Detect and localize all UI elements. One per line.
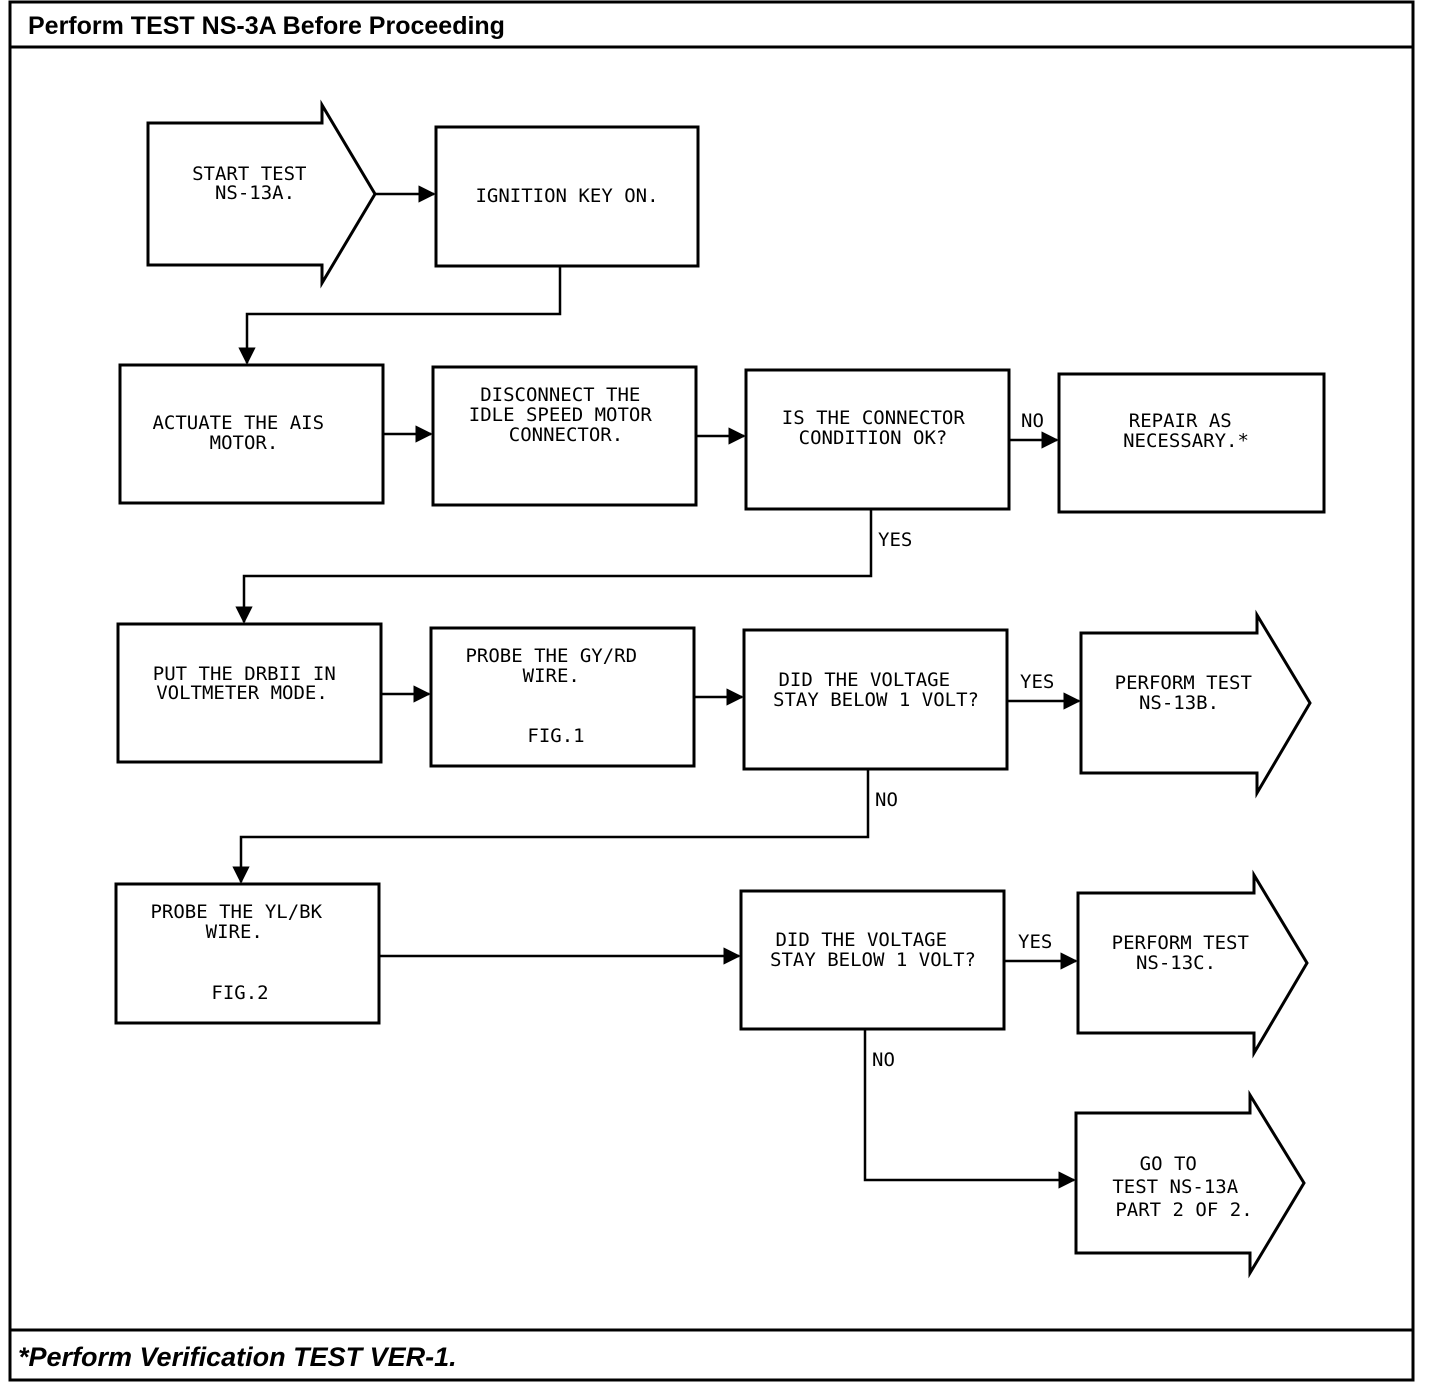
voltage2-box	[739, 889, 1006, 1031]
probe-ylbk-fig: FIG.2	[211, 982, 268, 1004]
connector-voltage1-ylbk	[232, 769, 870, 884]
ignition-text: IGNITION KEY ON.	[475, 185, 658, 207]
ns13b-text: PERFORM TEST NS-13B.	[1115, 672, 1264, 714]
probe-ylbk-line-2: WIRE.	[206, 921, 263, 943]
repair-box	[1057, 372, 1326, 514]
ns13b-line-2: NS-13B.	[1139, 692, 1219, 714]
connector-ok-box	[744, 368, 1011, 511]
actuate-line-1: ACTUATE THE AIS	[152, 412, 324, 434]
label-yes-voltage1: YES	[1020, 671, 1054, 693]
voltage1-box	[742, 628, 1009, 771]
probe-gyrd-line-2: WIRE.	[523, 665, 580, 687]
outer-frame	[8, 0, 1415, 1382]
repair-line-2: NECESSARY.*	[1123, 430, 1249, 452]
ignition-box	[434, 125, 700, 268]
dribii-line-1: PUT THE DRBII IN	[153, 663, 336, 685]
probe-ylbk-text: PROBE THE YL/BK WIRE. FIG.2	[150, 901, 333, 1004]
voltage1-line-1: DID THE VOLTAGE	[778, 669, 950, 691]
ns13c-line-2: NS-13C.	[1136, 952, 1216, 974]
voltage1-line-2: STAY BELOW 1 VOLT?	[773, 689, 979, 711]
goto-text: GO TO TEST NS-13A PART 2 OF 2.	[1112, 1153, 1252, 1221]
probe-gyrd-fig: FIG.1	[527, 725, 584, 747]
start-line-1: START TEST	[192, 163, 306, 185]
probe-gyrd-line-1: PROBE THE GY/RD	[465, 645, 637, 667]
start-line-2: NS-13A.	[215, 182, 295, 204]
repair-text: REPAIR AS NECESSARY.*	[1123, 410, 1249, 452]
disconnect-text: DISCONNECT THE IDLE SPEED MOTOR CONNECTO…	[469, 384, 663, 446]
label-yes-voltage2: YES	[1018, 931, 1052, 953]
connector-ignition-actuate	[238, 266, 562, 365]
voltage2-text: DID THE VOLTAGE STAY BELOW 1 VOLT?	[770, 929, 976, 971]
actuate-line-2: MOTOR.	[210, 432, 279, 454]
dribii-text: PUT THE DRBII IN VOLTMETER MODE.	[153, 663, 347, 704]
start-text: START TEST NS-13A.	[192, 163, 318, 204]
ns13c-arrow-shape	[1076, 869, 1309, 1059]
dribii-box	[116, 622, 383, 764]
connector-ok-text: IS THE CONNECTOR CONDITION OK?	[782, 407, 976, 449]
disconnect-line-1: DISCONNECT THE	[480, 384, 640, 406]
goto-line-2: TEST NS-13A	[1112, 1176, 1238, 1198]
ns13c-line-1: PERFORM TEST	[1112, 932, 1249, 954]
repair-line-1: REPAIR AS	[1129, 410, 1232, 432]
probe-ylbk-line-1: PROBE THE YL/BK	[150, 901, 322, 923]
goto-line-3: PART 2 OF 2.	[1115, 1199, 1252, 1221]
label-no-voltage1: NO	[875, 789, 898, 811]
voltage1-text: DID THE VOLTAGE STAY BELOW 1 VOLT?	[773, 669, 979, 711]
connector-ok-line-1: IS THE CONNECTOR	[782, 407, 966, 429]
ns13b-arrow-shape	[1079, 609, 1312, 799]
footer-note: *Perform Verification TEST VER-1.	[18, 1342, 457, 1372]
voltage2-line-2: STAY BELOW 1 VOLT?	[770, 949, 976, 971]
probe-ylbk-box	[114, 882, 381, 1025]
probe-gyrd-text: PROBE THE GY/RD WIRE. FIG.1	[465, 645, 648, 747]
label-no-connector: NO	[1021, 410, 1044, 432]
goto-arrow-shape	[1074, 1089, 1306, 1279]
page-title: Perform TEST NS-3A Before Proceeding	[28, 12, 505, 40]
dribii-line-2: VOLTMETER MODE.	[156, 682, 328, 704]
connector-ok-line-2: CONDITION OK?	[799, 427, 948, 449]
ignition-line-1: IGNITION KEY ON.	[475, 185, 658, 207]
connector-connector-dribii	[235, 509, 873, 624]
voltage2-line-1: DID THE VOLTAGE	[775, 929, 947, 951]
ns13b-line-1: PERFORM TEST	[1115, 672, 1252, 694]
actuate-text: ACTUATE THE AIS MOTOR.	[152, 412, 335, 454]
goto-line-1: GO TO	[1140, 1153, 1197, 1175]
connector-voltage2-goto	[863, 1029, 1076, 1189]
probe-gyrd-box	[429, 626, 696, 768]
label-yes-connector: YES	[878, 529, 912, 551]
ns13c-text: PERFORM TEST NS-13C.	[1112, 932, 1261, 974]
label-no-voltage2: NO	[872, 1049, 895, 1071]
disconnect-line-3: CONNECTOR.	[509, 424, 623, 446]
disconnect-line-2: IDLE SPEED MOTOR	[469, 404, 653, 426]
start-arrow-shape	[146, 99, 377, 289]
